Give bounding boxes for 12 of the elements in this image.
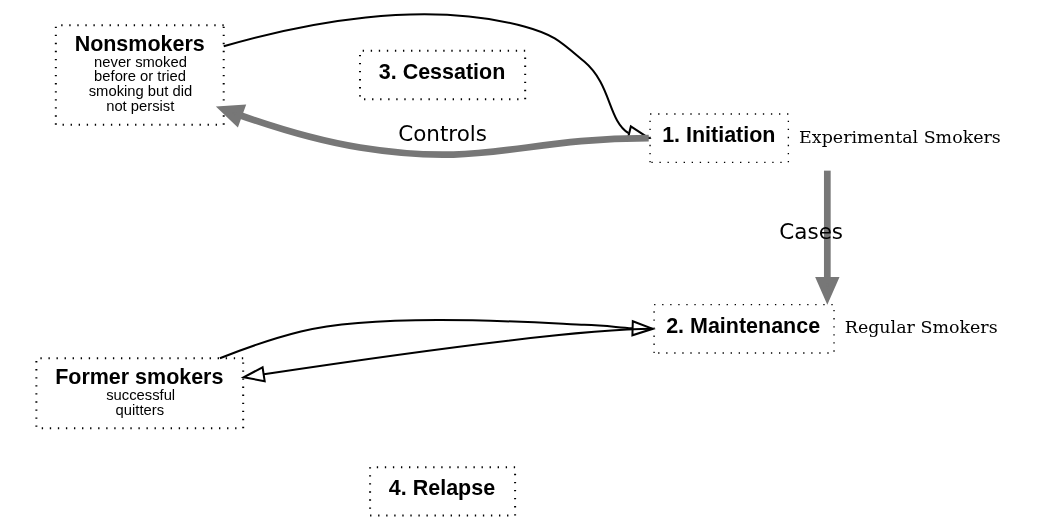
node-box: Nonsmokers never smoked before or tried smoking but did not persist: [54, 24, 225, 126]
node-box: Former smokers successful quitters: [35, 357, 245, 430]
edge-label: Cases: [779, 218, 844, 244]
node-box: 1. Initiation: [649, 113, 790, 163]
node-box: 3. Cessation: [359, 49, 527, 101]
node-label: Experimental Smokers: [799, 126, 1001, 147]
node-label: Regular Smokers: [844, 317, 998, 338]
node-box: 2. Maintenance: [653, 303, 835, 354]
arrow: [219, 319, 656, 360]
node-box: 4. Relapse: [369, 466, 517, 517]
arrow: [815, 170, 840, 305]
edge-label: Controls: [398, 120, 487, 146]
